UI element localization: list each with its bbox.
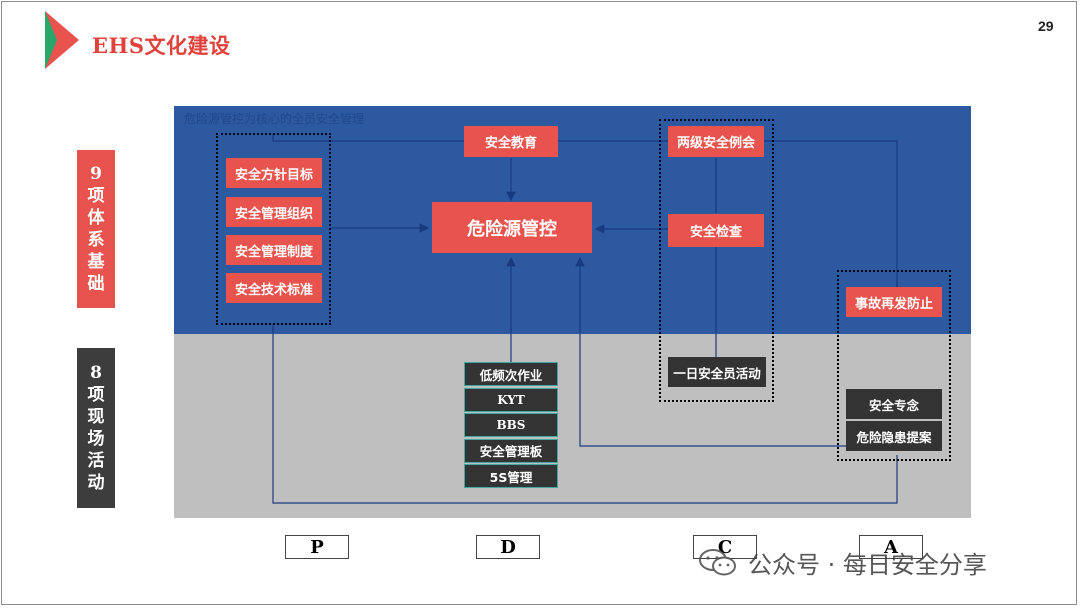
sidebar-char: 础 (87, 274, 105, 294)
sidebar-char: 现 (87, 407, 105, 427)
hazard-control-center: 危险源管控 (432, 202, 592, 253)
sidebar-char: 8 (90, 363, 102, 383)
activity-item: 低频次作业 (464, 362, 558, 386)
system-box-rules: 安全管理制度 (226, 235, 322, 265)
band-caption: 危险源管控为核心的全员安全管理 (184, 112, 365, 126)
safety-education-box: 安全教育 (464, 126, 558, 157)
watermark: 公众号 · 每日安全分享 (698, 545, 987, 580)
safety-focus-box: 安全专念 (846, 389, 942, 419)
watermark-text: 公众号 · 每日安全分享 (748, 551, 987, 579)
safety-meeting-box: 两级安全例会 (668, 126, 764, 157)
pdca-do: D (476, 535, 540, 559)
safety-inspection-box: 安全检查 (668, 214, 764, 247)
activity-item: 5S管理 (464, 464, 558, 488)
check-group-outline (659, 119, 774, 402)
wechat-icon (699, 548, 736, 575)
system-box-policy: 安全方针目标 (226, 158, 322, 188)
field-activities-label: 8 项 现 场 活 动 (77, 348, 115, 508)
sidebar-char: 系 (87, 230, 105, 250)
sidebar-char: 项 (87, 186, 105, 206)
sidebar-char: 9 (90, 164, 102, 184)
page-title: EHS文化建设 (92, 33, 231, 58)
page-number: 29 (1038, 18, 1054, 34)
activity-item: BBS (464, 413, 558, 437)
pdca-plan: P (285, 535, 349, 559)
sidebar-char: 活 (87, 451, 105, 471)
sidebar-char: 场 (87, 429, 105, 449)
system-foundation-label: 9 项 体 系 基 础 (77, 150, 115, 308)
system-box-organization: 安全管理组织 (226, 197, 322, 227)
pdca-act: A (859, 535, 923, 559)
sidebar-char: 体 (87, 208, 105, 228)
logo-icon (45, 11, 79, 69)
daily-officer-box: 一日安全员活动 (668, 357, 766, 387)
activity-item: KYT (464, 387, 558, 412)
sidebar-char: 项 (87, 385, 105, 405)
system-box-standards: 安全技术标准 (226, 273, 322, 303)
hazard-proposal-box: 危险隐患提案 (846, 421, 942, 451)
sidebar-char: 基 (87, 252, 105, 272)
activity-item: 安全管理板 (464, 438, 558, 463)
do-activities-stack: 低频次作业 KYT BBS 安全管理板 5S管理 (464, 362, 558, 490)
sidebar-char: 动 (87, 473, 105, 493)
act-group-outline (837, 270, 951, 461)
accident-prevention-box: 事故再发防止 (846, 287, 942, 317)
system-group-outline (216, 133, 331, 325)
